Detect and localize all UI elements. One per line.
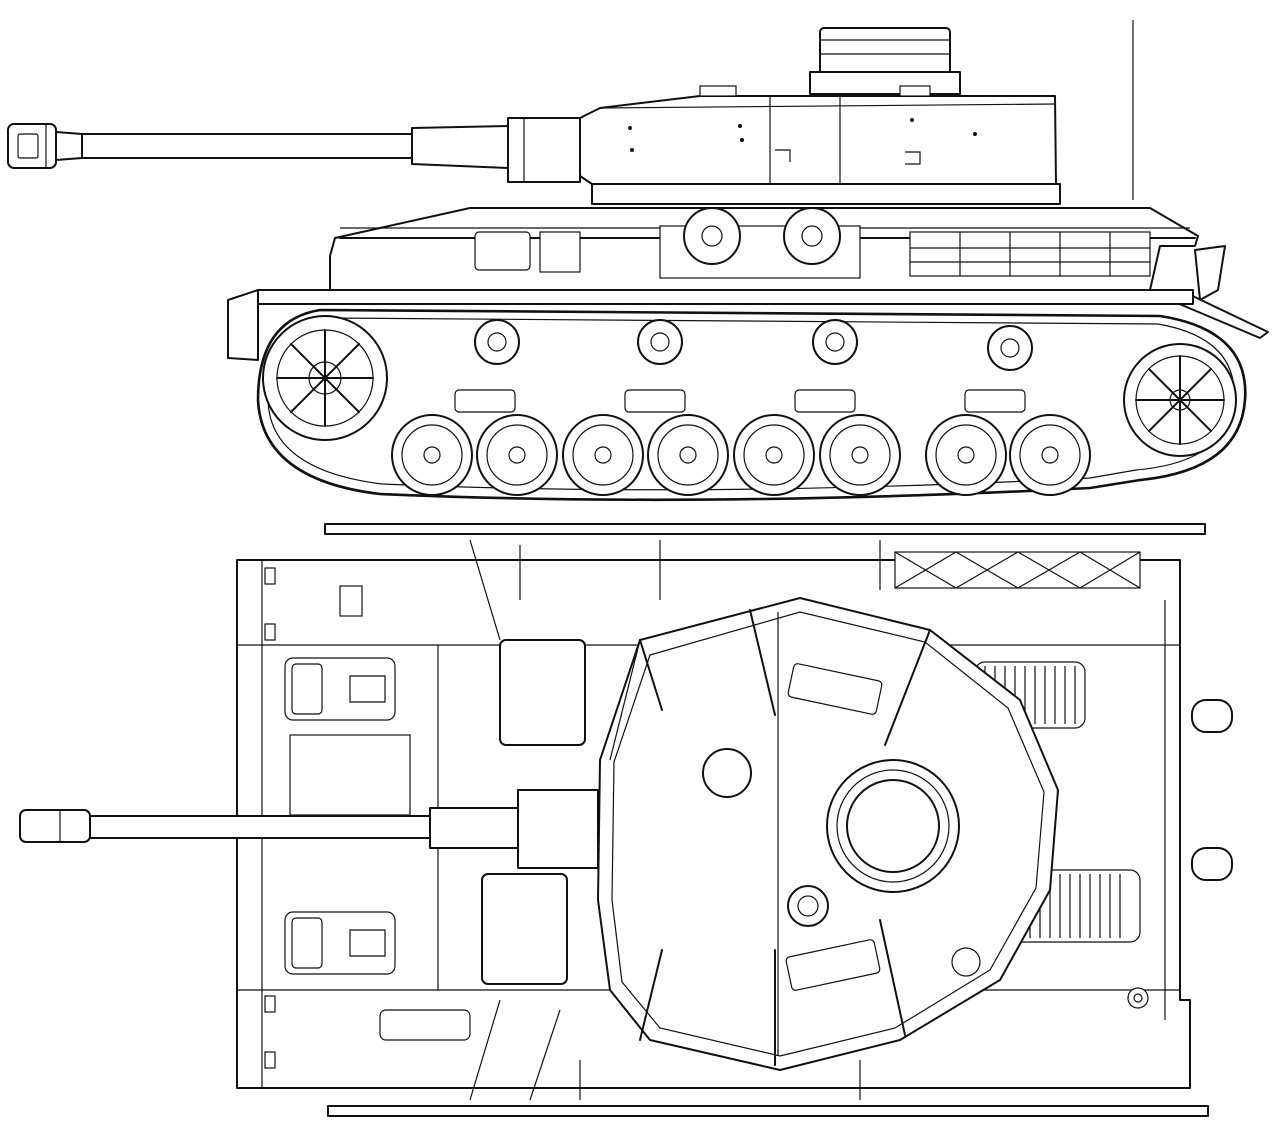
road-wheel	[647, 414, 729, 496]
road-wheel	[476, 414, 558, 496]
road-wheel	[819, 414, 901, 496]
road-wheel	[391, 414, 473, 496]
side-turret-skirt	[591, 183, 1061, 205]
return-roller	[637, 319, 683, 365]
return-roller	[812, 319, 858, 365]
top-driver-hatch	[284, 657, 396, 721]
top-commander-cupola	[826, 759, 960, 893]
road-wheel	[925, 414, 1007, 496]
side-gun-mantlet	[507, 117, 581, 183]
top-exhaust	[1191, 699, 1233, 733]
side-gun	[7, 117, 581, 183]
return-roller	[987, 325, 1033, 371]
side-muzzle-brake	[7, 123, 57, 169]
top-vision-port	[785, 939, 881, 991]
top-vent	[787, 885, 829, 927]
top-gun-mantlet	[517, 789, 599, 869]
top-gun-barrel	[89, 815, 431, 839]
top-fender-left	[324, 523, 1206, 535]
side-turret	[579, 27, 1061, 205]
side-road-wheels	[391, 414, 1091, 496]
side-hull	[227, 207, 1269, 361]
top-exhaust	[1191, 847, 1233, 881]
top-muzzle-brake	[19, 809, 91, 843]
top-gun	[19, 789, 599, 869]
side-gun-barrel	[81, 133, 413, 159]
side-track	[256, 308, 1247, 502]
side-commander-cupola	[819, 27, 951, 75]
top-fender-right	[327, 1105, 1209, 1117]
top-view	[19, 523, 1233, 1117]
road-wheel	[562, 414, 644, 496]
top-radio-hatch	[284, 911, 396, 975]
road-wheel	[733, 414, 815, 496]
top-transmission-hatch	[289, 734, 411, 816]
return-roller	[474, 319, 520, 365]
road-wheel	[1009, 414, 1091, 496]
top-loader-hatch	[702, 748, 752, 798]
side-view	[7, 20, 1269, 502]
side-suspension-bogies	[454, 389, 1026, 413]
side-idler-wheel	[1123, 343, 1237, 457]
side-fender	[257, 289, 1194, 305]
side-drive-sprocket	[262, 315, 388, 441]
top-vision-port	[787, 663, 883, 715]
side-return-rollers	[474, 319, 1033, 371]
